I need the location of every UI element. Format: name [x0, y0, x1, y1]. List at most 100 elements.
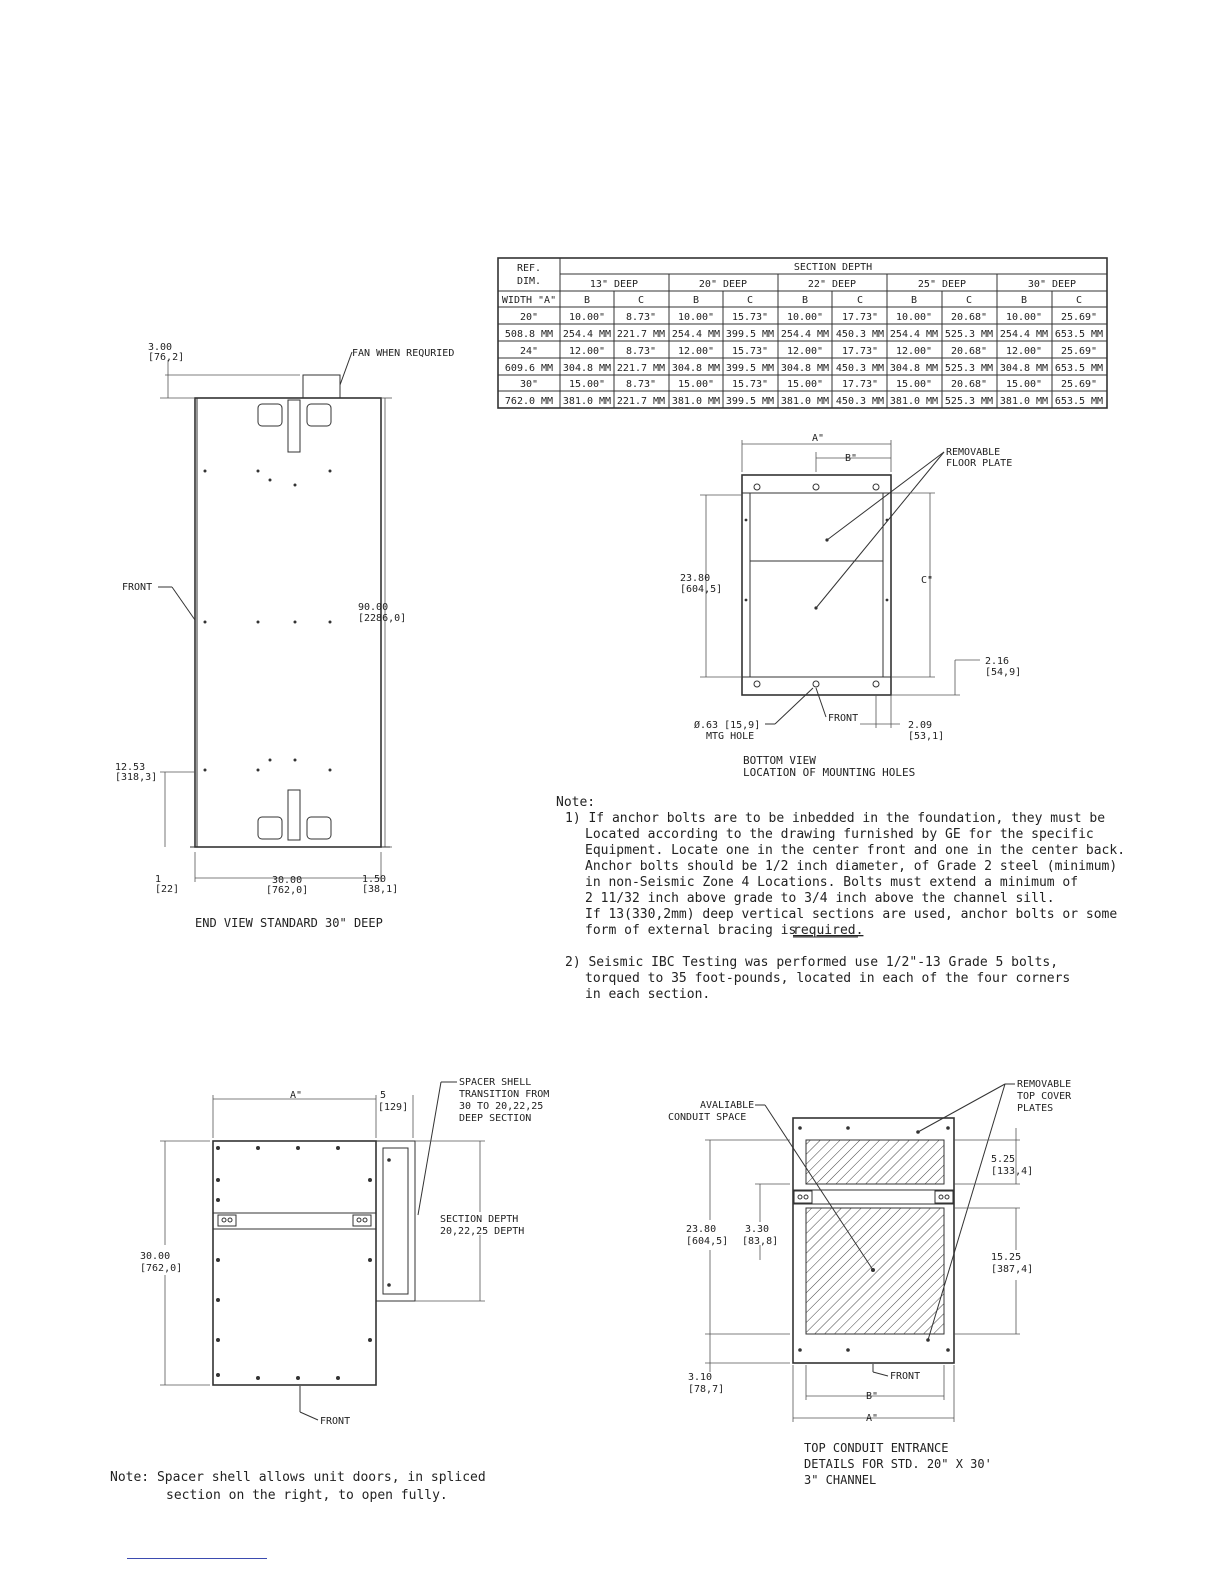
- top-caption-3: 3" CHANNEL: [804, 1473, 876, 1487]
- table-cell: 381.0 MM: [563, 396, 611, 407]
- height-dim: 90.00: [358, 602, 388, 613]
- side-dim-mm: [54,9]: [985, 667, 1021, 678]
- note-required: required.: [793, 923, 863, 938]
- top-view-outline: [792, 1117, 955, 1364]
- table-cell: 10.00": [678, 312, 714, 323]
- sub-header: C: [1076, 295, 1082, 306]
- table-cell: 381.0 MM: [890, 396, 938, 407]
- depth-header: 20" DEEP: [699, 279, 747, 290]
- sub-header: C: [638, 295, 644, 306]
- table-cell: 254.4 MM: [781, 329, 829, 340]
- fan-label: FAN WHEN REQURIED: [352, 348, 454, 359]
- spacer-dim: 5: [380, 1090, 386, 1101]
- upper-bracket: [287, 399, 301, 453]
- table-cell: 15.73": [732, 346, 768, 357]
- table-cell: 304.8 MM: [890, 363, 938, 374]
- dim-2380: 23.80: [686, 1224, 716, 1235]
- table-cell: 525.3 MM: [945, 329, 993, 340]
- bottom-front-label: FRONT: [828, 713, 858, 724]
- table-cell: 304.8 MM: [672, 363, 720, 374]
- depth-header: 13" DEEP: [590, 279, 638, 290]
- table-cell: 20": [520, 312, 538, 323]
- table-cell: 15.00": [678, 379, 714, 390]
- note-line-3: Equipment. Locate one in the center fron…: [585, 843, 1125, 858]
- top-a-label: A": [866, 1413, 878, 1424]
- width-dim-mm: [762,0]: [266, 885, 308, 896]
- table-cell: 381.0 MM: [781, 396, 829, 407]
- dim-310-mm: [78,7]: [688, 1384, 724, 1395]
- spacer-dim-mm: [129]: [378, 1102, 408, 1113]
- note-line-8: form of external bracing is: [585, 923, 796, 938]
- width-dim: 30.00: [272, 875, 302, 886]
- dim-2380-mm: [604,5]: [686, 1236, 728, 1247]
- bottom-depth-dim-mm: [604,5]: [680, 584, 722, 595]
- depth-header: 25" DEEP: [918, 279, 966, 290]
- table-cell: 24": [520, 346, 538, 357]
- table-cell: 381.0 MM: [672, 396, 720, 407]
- side-dim: 2.16: [985, 656, 1009, 667]
- table-cell: 12.00": [678, 346, 714, 357]
- table-cell: 381.0 MM: [1000, 396, 1048, 407]
- table-cell: 450.3 MM: [836, 329, 884, 340]
- table-body: 20"10.00"8.73"10.00"15.73"10.00"17.73"10…: [505, 312, 1103, 407]
- note-line-9: 2) Seismic IBC Testing was performed use…: [565, 955, 1058, 970]
- upper-right-opening: [306, 403, 332, 427]
- table-cell: 20.68": [951, 312, 987, 323]
- table-cell: 399.5 MM: [726, 329, 774, 340]
- floor-plate-label-1: REMOVABLE: [946, 447, 1000, 458]
- table-cell: 30": [520, 379, 538, 390]
- table-cell: 20.68": [951, 346, 987, 357]
- note-line-6: 2 11/32 inch above grade to 3/4 inch abo…: [585, 891, 1055, 906]
- top-conduit-view: AVALIABLE CONDUIT SPACE REMOVABLE TOP CO…: [668, 1079, 1072, 1487]
- table-cell: 17.73": [842, 379, 878, 390]
- table-cell: 17.73": [842, 346, 878, 357]
- top-front-label: FRONT: [890, 1371, 920, 1382]
- edge-dim-mm: [53,1]: [908, 731, 944, 742]
- table-cell: 25.69": [1061, 346, 1097, 357]
- height-dim-mm: [2286,0]: [358, 613, 406, 624]
- spacer-depth-dim-mm: [762,0]: [140, 1263, 182, 1274]
- table-cell: 304.8 MM: [1000, 363, 1048, 374]
- spacer-note-1: Note: Spacer shell allows unit doors, in…: [110, 1470, 486, 1485]
- top-caption-1: TOP CONDUIT ENTRANCE: [804, 1441, 949, 1455]
- note-line-1: 1) If anchor bolts are to be inbedded in…: [565, 811, 1105, 826]
- front-label: FRONT: [122, 582, 152, 593]
- table-cell: 653.5 MM: [1055, 396, 1103, 407]
- table-cell: 10.00": [569, 312, 605, 323]
- note-line-5: in non-Seismic Zone 4 Locations. Bolts m…: [585, 875, 1078, 890]
- table-cell: 653.5 MM: [1055, 363, 1103, 374]
- spacer-a-label: A": [290, 1090, 302, 1101]
- top-caption-2: DETAILS FOR STD. 20" X 30': [804, 1457, 992, 1471]
- dim-525-mm: [133,4]: [991, 1166, 1033, 1177]
- bottom-c-label: C": [921, 575, 933, 586]
- table-cell: 25.69": [1061, 312, 1097, 323]
- lower-bracket: [287, 789, 301, 841]
- footer-link-line: [127, 1558, 267, 1559]
- ref-header-1: REF.: [517, 263, 541, 274]
- conduit-label-1: AVALIABLE: [700, 1100, 754, 1111]
- sub-header: B: [693, 295, 699, 306]
- bottom-caption-2: LOCATION OF MOUNTING HOLES: [743, 766, 915, 779]
- bottom-a-label: A": [812, 433, 824, 444]
- bottom-b-label: B": [845, 453, 857, 464]
- end-view-bolts: [203, 469, 332, 772]
- table-cell: 10.00": [896, 312, 932, 323]
- table-cell: 15.00": [569, 379, 605, 390]
- fan-dim-mm: [76,2]: [148, 352, 184, 363]
- edge-dim: 2.09: [908, 720, 932, 731]
- note-line-10: torqued to 35 foot-pounds, located in ea…: [585, 971, 1070, 986]
- table-cell: 12.00": [787, 346, 823, 357]
- cabinet-outline: [194, 397, 382, 848]
- sub-header: B: [911, 295, 917, 306]
- shell-label-2: TRANSITION FROM: [459, 1089, 549, 1100]
- depth-header: 22" DEEP: [808, 279, 856, 290]
- table-cell: 8.73": [626, 346, 656, 357]
- dim-525: 5.25: [991, 1154, 1015, 1165]
- table-cell: 15.00": [787, 379, 823, 390]
- ref-header-2: DIM.: [517, 276, 541, 287]
- spacer-view-outline: [212, 1140, 377, 1386]
- spacer-view-bolts: [216, 1146, 391, 1380]
- table-cell: 508.8 MM: [505, 329, 553, 340]
